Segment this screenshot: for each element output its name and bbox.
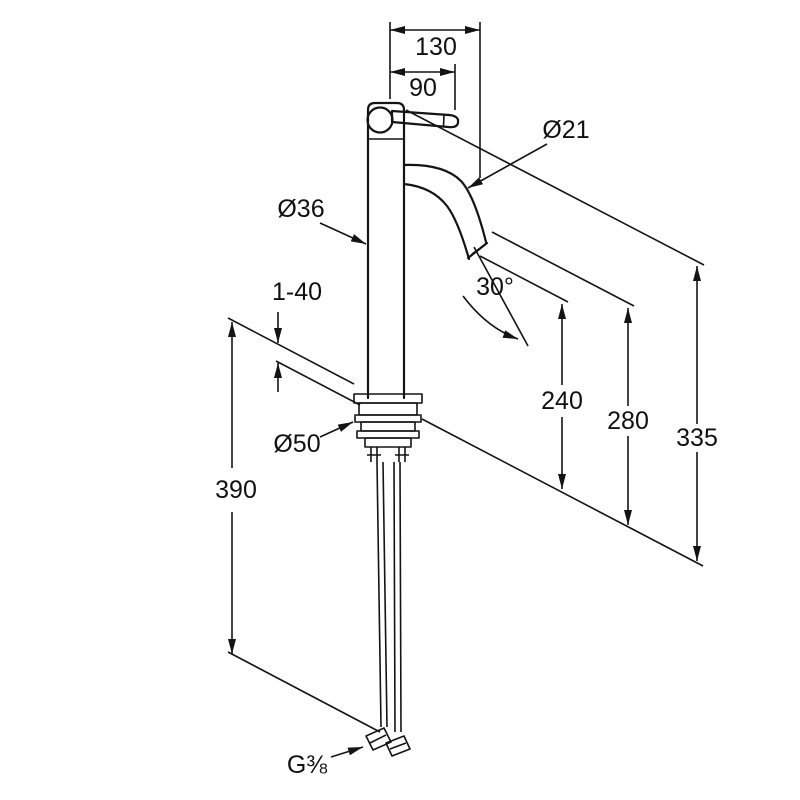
dimension-280: 280 <box>491 231 649 525</box>
dim-label-240: 240 <box>541 387 583 415</box>
spout-aerator-line <box>471 245 484 255</box>
dim-label-30deg: 30° <box>476 273 514 301</box>
dim-label-dia36: Ø36 <box>277 195 324 223</box>
deck-top-line-left <box>227 317 355 385</box>
faucet-body <box>366 101 406 400</box>
dimension-dia36: Ø36 <box>277 195 367 245</box>
dimension-dia21: Ø21 <box>467 116 590 189</box>
mounting-base <box>353 393 423 448</box>
dim-label-g38: G⅜ <box>287 751 327 779</box>
faucet-outline <box>353 101 489 757</box>
dimension-90: 90 <box>390 64 456 110</box>
dim-label-dia21: Ø21 <box>542 116 589 144</box>
dimension-390: 390 <box>215 322 381 733</box>
dim-label-390: 390 <box>215 476 257 504</box>
spout <box>402 163 489 261</box>
dimension-240: 240 <box>479 255 583 489</box>
dimensions-layer: 130 90 Ø21 Ø36 1-40 Ø50 <box>215 22 718 779</box>
dim-label-dia50: Ø50 <box>273 430 320 458</box>
dim-label-1-40: 1-40 <box>272 278 322 306</box>
fixing-studs <box>367 447 409 462</box>
hose-connectors <box>365 727 411 757</box>
dimension-1-40: 1-40 <box>272 278 322 392</box>
deck-bottom-line-left <box>275 360 361 406</box>
dimension-angle-30: 30° <box>462 246 529 347</box>
deck-top-line-right <box>421 418 704 567</box>
deck-surface <box>227 317 704 567</box>
lever-pivot-circle <box>366 106 394 134</box>
dim-label-335: 335 <box>676 424 718 452</box>
dimension-dia50: Ø50 <box>273 421 354 458</box>
lever-handle <box>390 109 460 129</box>
lever-handle-detail-line <box>442 114 445 127</box>
dimension-130: 130 <box>389 22 481 178</box>
dimension-thread-g38: G⅜ <box>287 746 364 779</box>
dim-label-90: 90 <box>409 74 437 102</box>
flexible-hoses <box>376 461 402 733</box>
dimension-335: 335 <box>405 109 718 561</box>
dim-label-280: 280 <box>607 407 649 435</box>
dim-label-130: 130 <box>415 33 457 61</box>
